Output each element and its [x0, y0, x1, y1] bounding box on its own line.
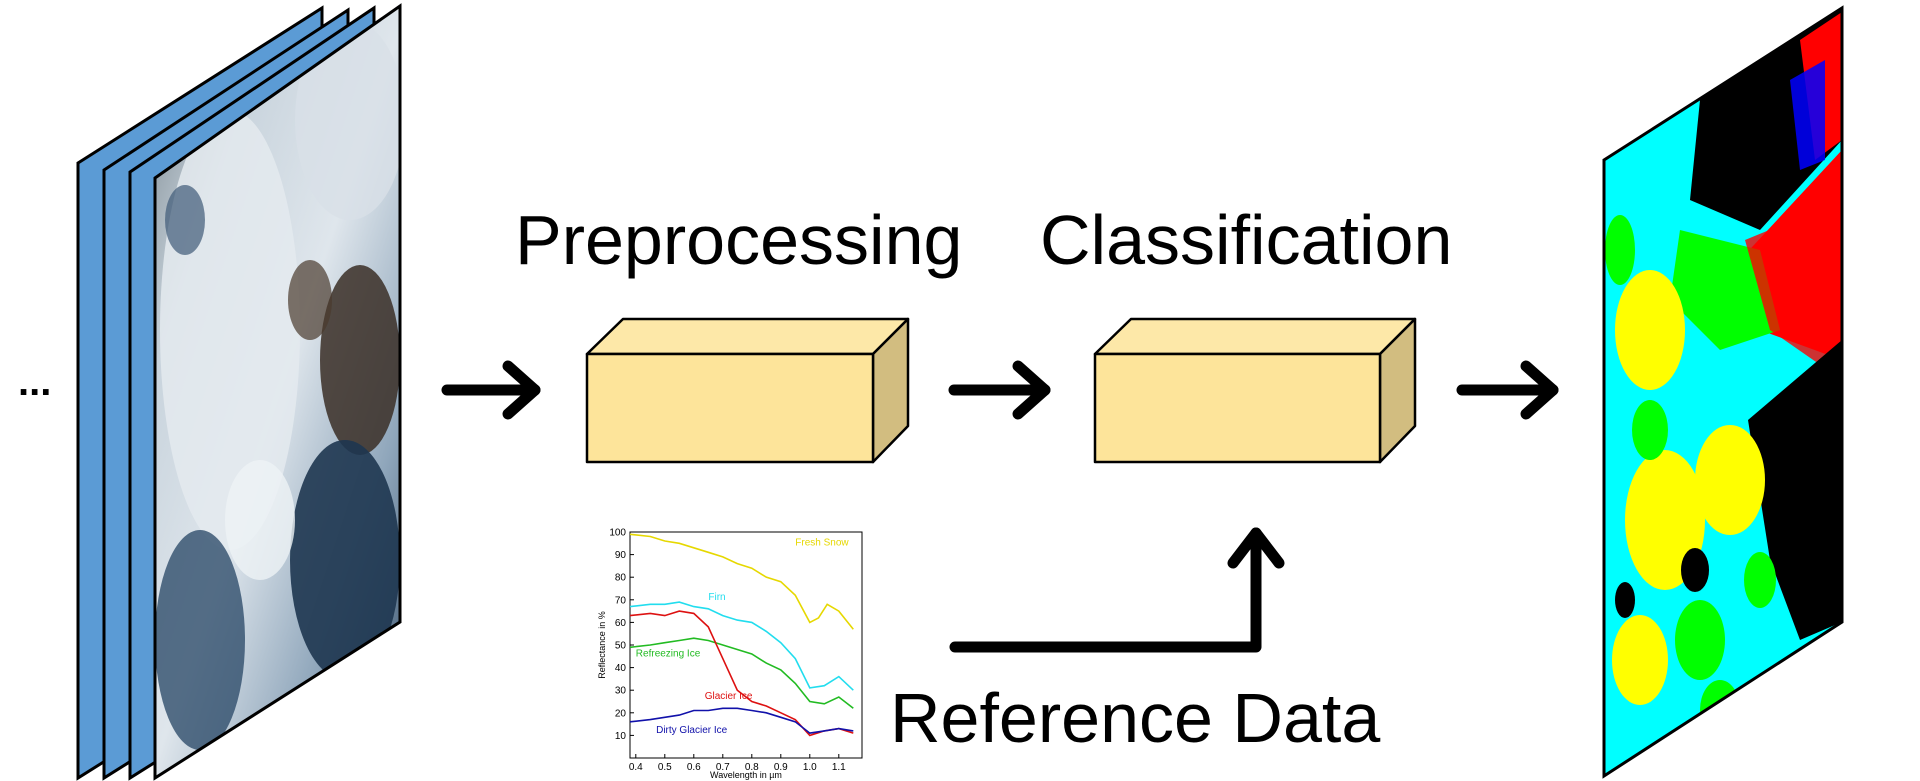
series-line-refreezing-ice [629, 637, 854, 709]
x-tick-label: 0.9 [774, 762, 788, 773]
arrow-reference-to-classification [949, 527, 1285, 653]
y-tick-label: 40 [615, 663, 627, 674]
chart-xlabel: Wavelength in µm [710, 770, 782, 780]
y-tick-label: 10 [615, 731, 627, 742]
arrow-to-classification [948, 360, 1051, 420]
arrow-to-classified-map [1456, 360, 1559, 420]
series-label: Fresh Snow [795, 538, 849, 549]
x-tick-label: 0.5 [658, 762, 672, 773]
y-tick-label: 30 [615, 686, 627, 697]
spectral-chart: 0.4 0.5 0.6 0.7 0.8 0.9 1.0 1.1 10 20 30 40 50 60 70 80… [597, 528, 863, 780]
chart-ylabel: Reflectance in % [597, 611, 607, 679]
x-tick-label: 1.0 [803, 762, 817, 773]
preprocessing-label: Preprocessing [515, 201, 962, 279]
x-tick-label: 0.7 [716, 762, 730, 773]
series-line-dirty-glacier-ice [629, 707, 854, 734]
ellipsis-label: ... [18, 360, 51, 404]
series-label: Glacier Ice [705, 691, 753, 702]
y-tick-label: 60 [615, 618, 627, 629]
y-tick-label: 70 [615, 595, 627, 606]
classified-map [1602, 5, 1844, 779]
chart-plot-area [629, 531, 863, 759]
y-tick-label: 50 [615, 641, 627, 652]
series-label: Refreezing Ice [636, 648, 701, 659]
hyperspectral-stack [76, 3, 402, 781]
x-tick-label: 0.4 [629, 762, 643, 773]
series-line-glacier-ice [629, 610, 854, 737]
y-tick-label: 20 [615, 708, 627, 719]
series-label: Firn [708, 592, 725, 603]
y-tick-label: 100 [609, 528, 626, 539]
series-label: Dirty Glacier Ice [656, 725, 728, 736]
classification-box [1093, 317, 1417, 464]
x-tick-label: 1.1 [832, 762, 846, 773]
x-tick-label: 0.6 [687, 762, 701, 773]
spectral-layer-front [153, 3, 402, 781]
y-tick-label: 80 [615, 573, 627, 584]
preprocessing-box [585, 317, 910, 464]
y-tick-label: 90 [615, 550, 627, 561]
series-line-fresh-snow [629, 533, 854, 630]
arrow-to-preprocessing [441, 360, 541, 420]
satellite-image [155, 6, 400, 778]
x-tick-label: 0.8 [745, 762, 759, 773]
series-line-firn [629, 601, 854, 691]
classification-label: Classification [1040, 201, 1452, 279]
reference-data-label: Reference Data [890, 679, 1380, 757]
